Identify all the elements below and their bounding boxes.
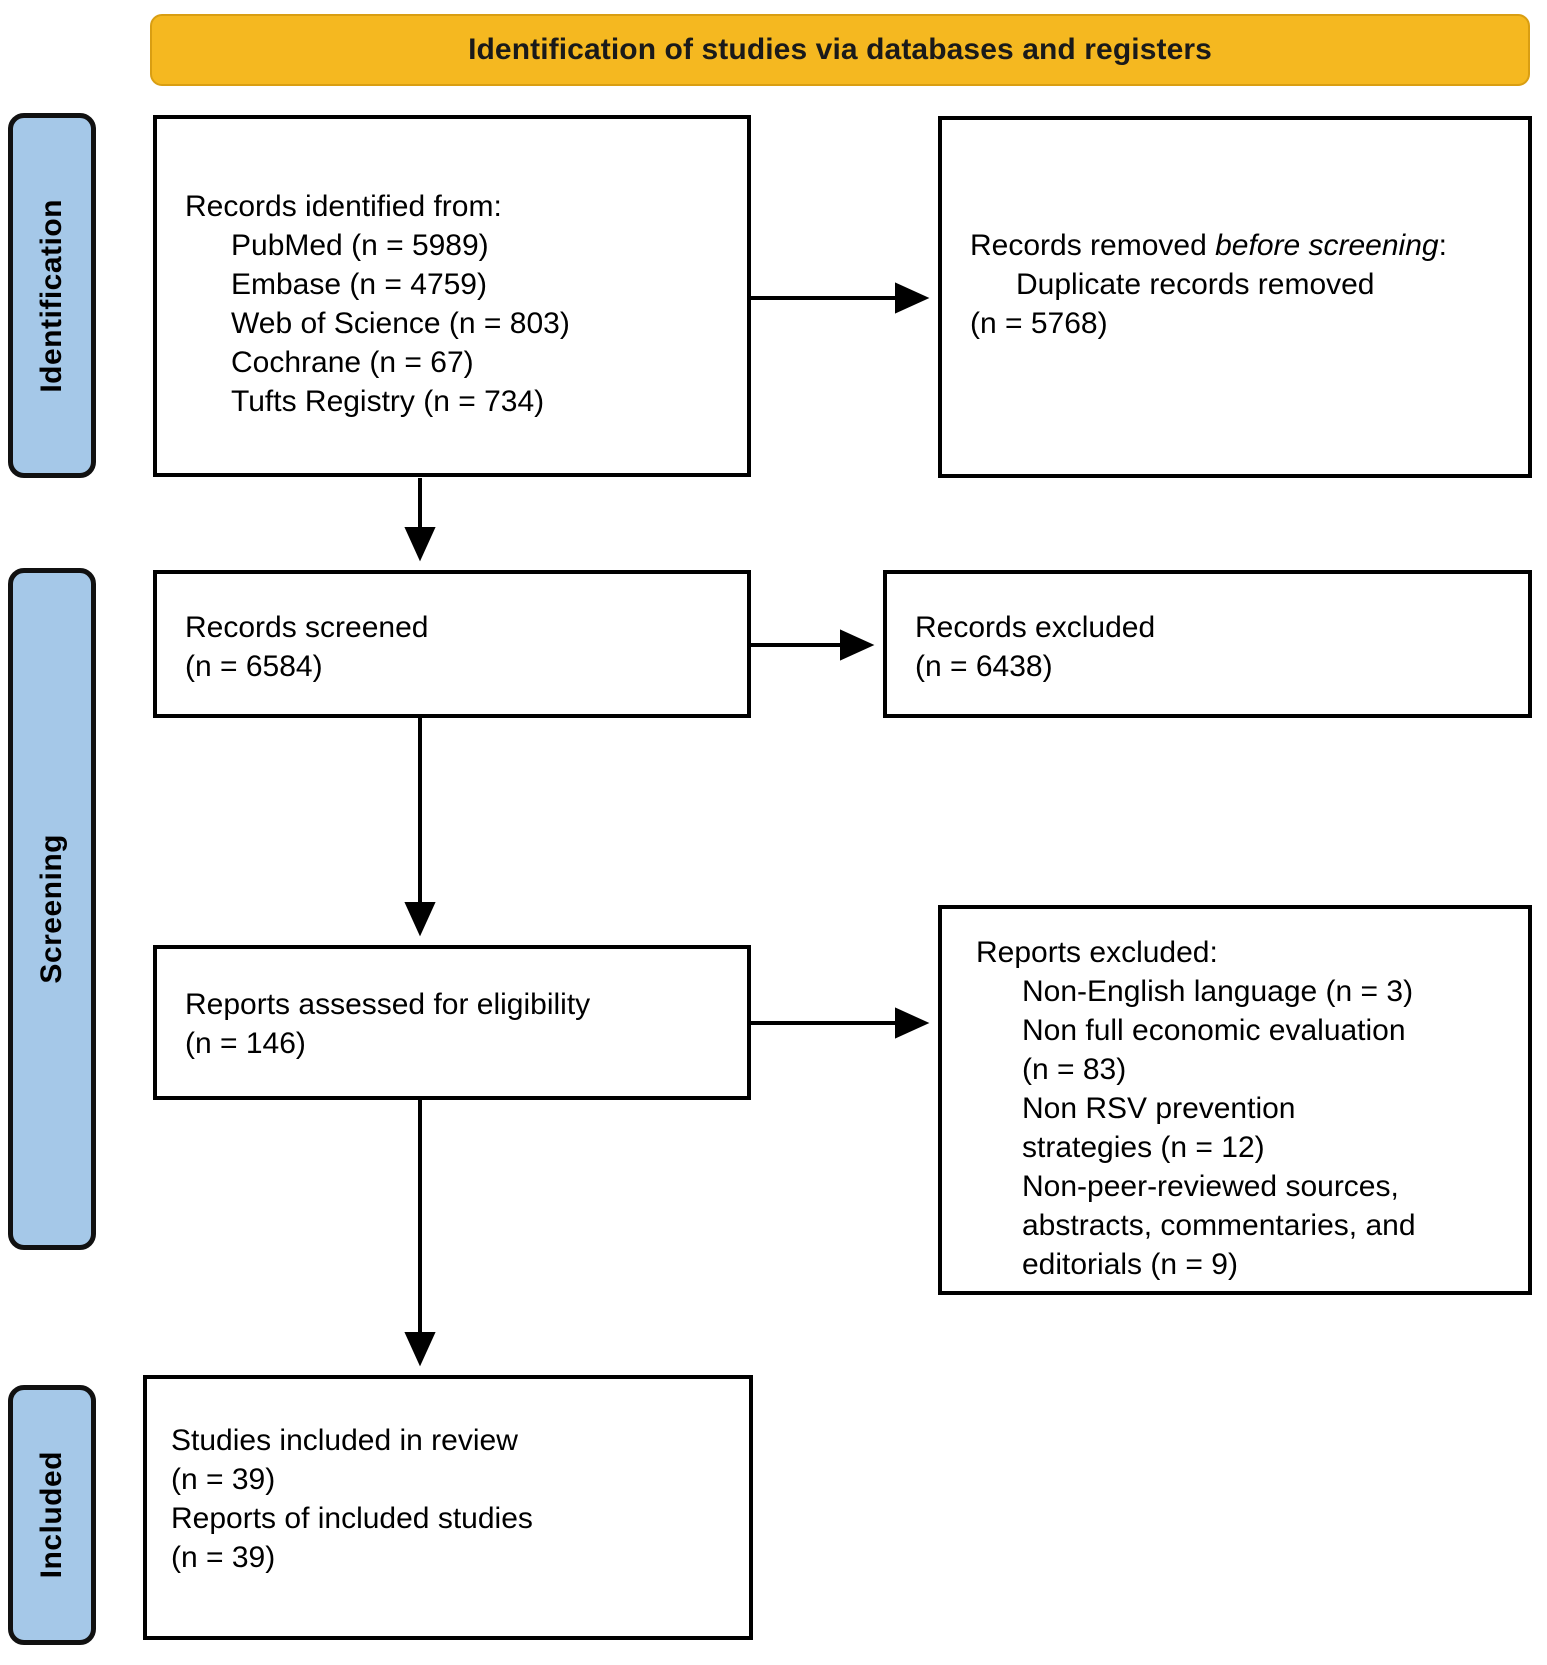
reports-excluded-line: Non RSV prevention (1022, 1092, 1296, 1125)
records-identified-line: Records identified from: (185, 190, 502, 223)
reports-eligibility-text: Reports assessed for eligibility (n = 14… (185, 985, 735, 1063)
records-removed-text: Records removed before screening: Duplic… (970, 226, 1516, 343)
studies-included-line: Reports of included studies (171, 1502, 533, 1535)
records-identified-line: Embase (n = 4759) (231, 268, 487, 301)
reports-excluded-line: abstracts, commentaries, and (1022, 1209, 1416, 1242)
records-screened-box: Records screened (n = 6584) (153, 570, 751, 718)
records-identified-line: Tufts Registry (n = 734) (231, 385, 545, 418)
records-excluded-line: (n = 6438) (915, 650, 1053, 683)
stage-label-included: Included (8, 1385, 96, 1645)
reports-excluded-line: Reports excluded: (976, 936, 1218, 969)
records-screened-line: (n = 6584) (185, 650, 323, 683)
diagram-title: Identification of studies via databases … (468, 33, 1212, 66)
stage-label-screening-text: Screening (35, 834, 68, 984)
records-identified-text: Records identified from: PubMed (n = 598… (185, 187, 735, 421)
records-removed-heading: Records removed before screening: (970, 226, 1516, 265)
studies-included-box: Studies included in review (n = 39) Repo… (143, 1375, 753, 1640)
studies-included-line: (n = 39) (171, 1463, 276, 1496)
stage-label-identification: Identification (8, 113, 96, 478)
records-identified-box: Records identified from: PubMed (n = 598… (153, 115, 751, 477)
reports-eligibility-box: Reports assessed for eligibility (n = 14… (153, 945, 751, 1100)
records-excluded-text: Records excluded (n = 6438) (915, 608, 1516, 686)
records-screened-text: Records screened (n = 6584) (185, 608, 735, 686)
studies-included-line: (n = 39) (171, 1541, 276, 1574)
records-removed-line: (n = 5768) (970, 307, 1108, 340)
reports-eligibility-line: Reports assessed for eligibility (185, 988, 591, 1021)
studies-included-text: Studies included in review (n = 39) Repo… (171, 1421, 737, 1577)
stage-label-identification-text: Identification (35, 198, 68, 393)
reports-eligibility-line: (n = 146) (185, 1027, 306, 1060)
records-removed-heading-plain: Records removed (970, 229, 1216, 262)
records-removed-line: Duplicate records removed (1016, 268, 1375, 301)
reports-excluded-line: Non-English language (n = 3) (1022, 975, 1414, 1008)
records-identified-line: Web of Science (n = 803) (231, 307, 570, 340)
records-removed-box: Records removed before screening: Duplic… (938, 116, 1532, 478)
reports-excluded-box: Reports excluded: Non-English language (… (938, 905, 1532, 1295)
records-excluded-box: Records excluded (n = 6438) (883, 570, 1532, 718)
reports-excluded-line: strategies (n = 12) (1022, 1131, 1265, 1164)
records-screened-line: Records screened (185, 611, 429, 644)
stage-label-included-text: Included (35, 1451, 68, 1579)
reports-excluded-line: (n = 83) (1022, 1053, 1127, 1086)
records-identified-line: PubMed (n = 5989) (231, 229, 489, 262)
reports-excluded-line: Non-peer-reviewed sources, (1022, 1170, 1399, 1203)
reports-excluded-line: Non full economic evaluation (1022, 1014, 1406, 1047)
reports-excluded-line: editorials (n = 9) (1022, 1248, 1238, 1281)
records-removed-heading-italic: before screening (1215, 229, 1439, 262)
diagram-header-banner: Identification of studies via databases … (150, 14, 1530, 86)
records-identified-line: Cochrane (n = 67) (231, 346, 474, 379)
records-excluded-line: Records excluded (915, 611, 1156, 644)
stage-label-screening: Screening (8, 568, 96, 1250)
records-removed-heading-colon: : (1438, 229, 1447, 262)
reports-excluded-text: Reports excluded: Non-English language (… (976, 933, 1516, 1284)
studies-included-line: Studies included in review (171, 1424, 518, 1457)
